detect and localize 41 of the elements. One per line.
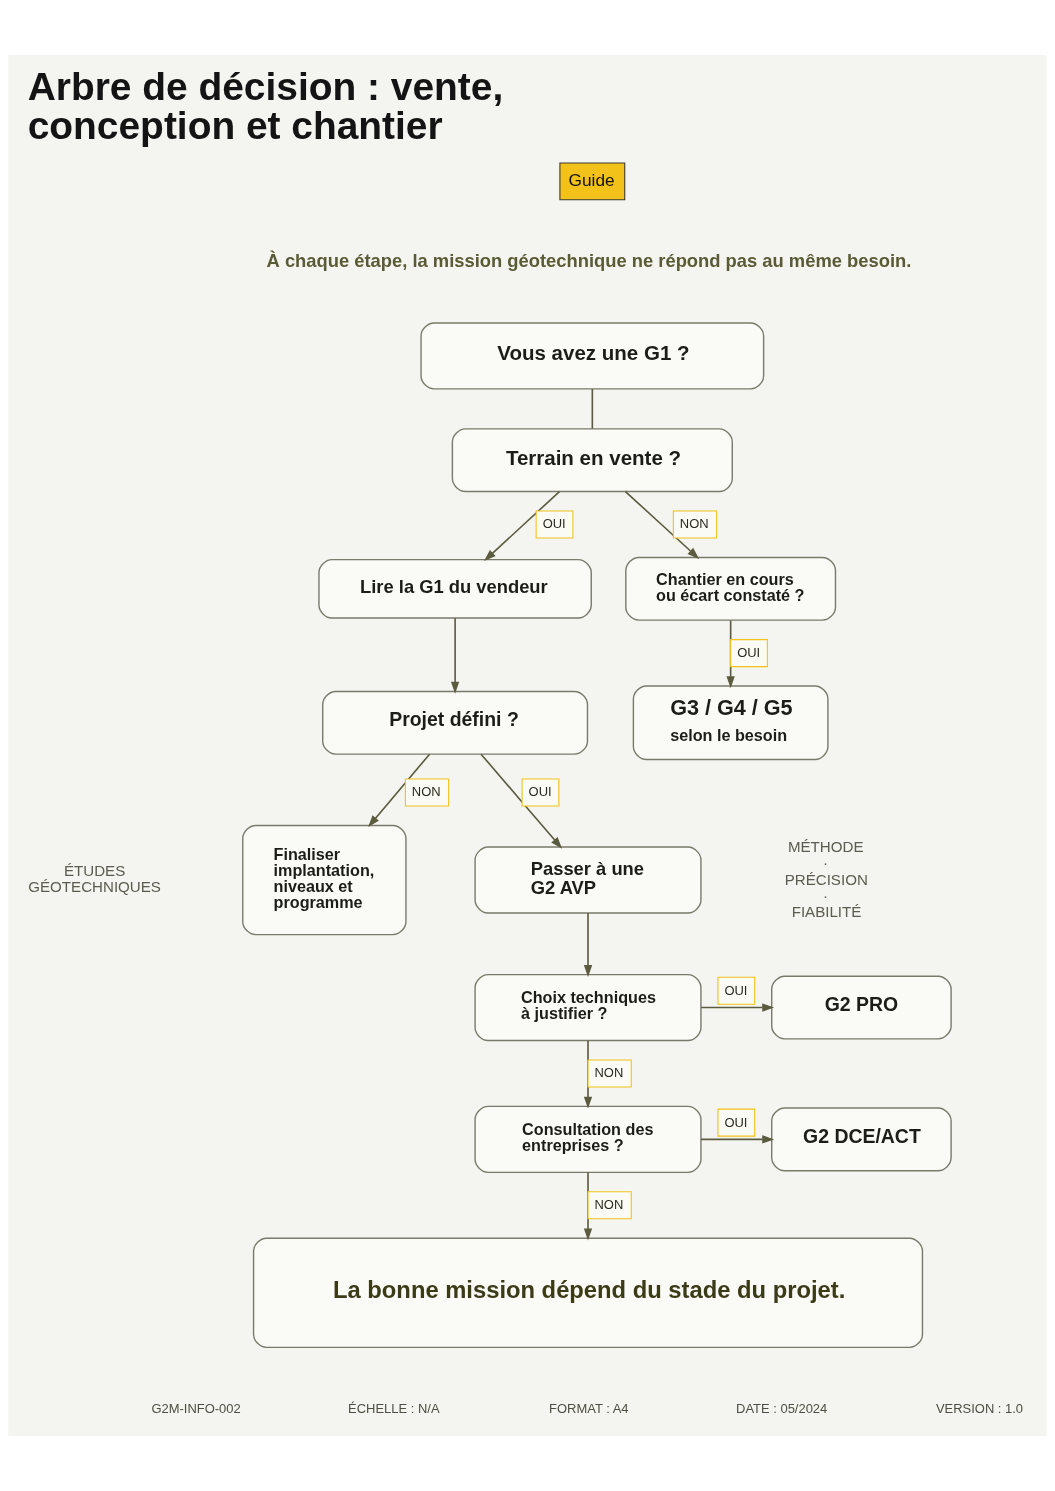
label: ÉTUDES GÉOTECHNIQUES (28, 861, 161, 896)
edge-label: OUI (542, 516, 566, 532)
label: Guide (568, 169, 615, 190)
label: FORMAT : A4 (549, 1401, 629, 1417)
edge-label: NON (411, 784, 441, 800)
arrow (700, 1135, 775, 1144)
edge-label: OUI (737, 645, 761, 660)
node-box: Chantier en cours ou écart constaté ? (625, 556, 837, 621)
arrow (583, 912, 593, 977)
node-box: Lire la G1 du vendeur (318, 558, 592, 619)
node-box: Finaliser implantation, niveaux et programme (242, 824, 407, 936)
node-box: Projet défini ? (322, 690, 589, 755)
node-box: Choix techniques à justifier ? (474, 973, 702, 1042)
arrow (700, 1003, 775, 1012)
arrow (368, 753, 431, 828)
label: MÉTHODE · PRÉCISION · FIABILITÉ (784, 838, 868, 920)
label: DATE : 05/2024 (736, 1401, 828, 1417)
edge-label: NON (594, 1197, 624, 1213)
label: ÉCHELLE : N/A (348, 1401, 440, 1417)
node-box: La bonne mission dépend du stade du projet. (252, 1237, 924, 1349)
label: G2M-INFO-002 (151, 1401, 241, 1417)
node-box: Passer à une G2 AVP (474, 846, 702, 914)
node-box: G2 DCE/ACT (771, 1107, 952, 1172)
diagram-title: Arbre de décision : vente, conception et chantier (27, 65, 504, 148)
arrow (484, 490, 561, 562)
arrow (450, 617, 460, 694)
node-box: Consultation des entreprises ? (474, 1105, 702, 1174)
node-box: Vous avez une G1 ? (420, 322, 765, 390)
node-box: G3 / G4 / G5 selon le besoin (632, 685, 829, 761)
label: VERSION : 1.0 (935, 1401, 1024, 1417)
node-box: G2 PRO (771, 975, 952, 1040)
edge-label: NON (679, 516, 709, 532)
edge-label: OUI (724, 982, 748, 998)
node-box: Terrain en vente ? (451, 428, 733, 493)
label: À chaque étape, la mission géotechnique ne répond pas au même besoin. (266, 249, 912, 271)
arrow (624, 490, 700, 559)
connector (591, 388, 594, 430)
edge-label: NON (594, 1065, 624, 1081)
arrow (480, 753, 563, 849)
edge-label: OUI (724, 1114, 748, 1130)
edge-label: OUI (528, 784, 552, 800)
